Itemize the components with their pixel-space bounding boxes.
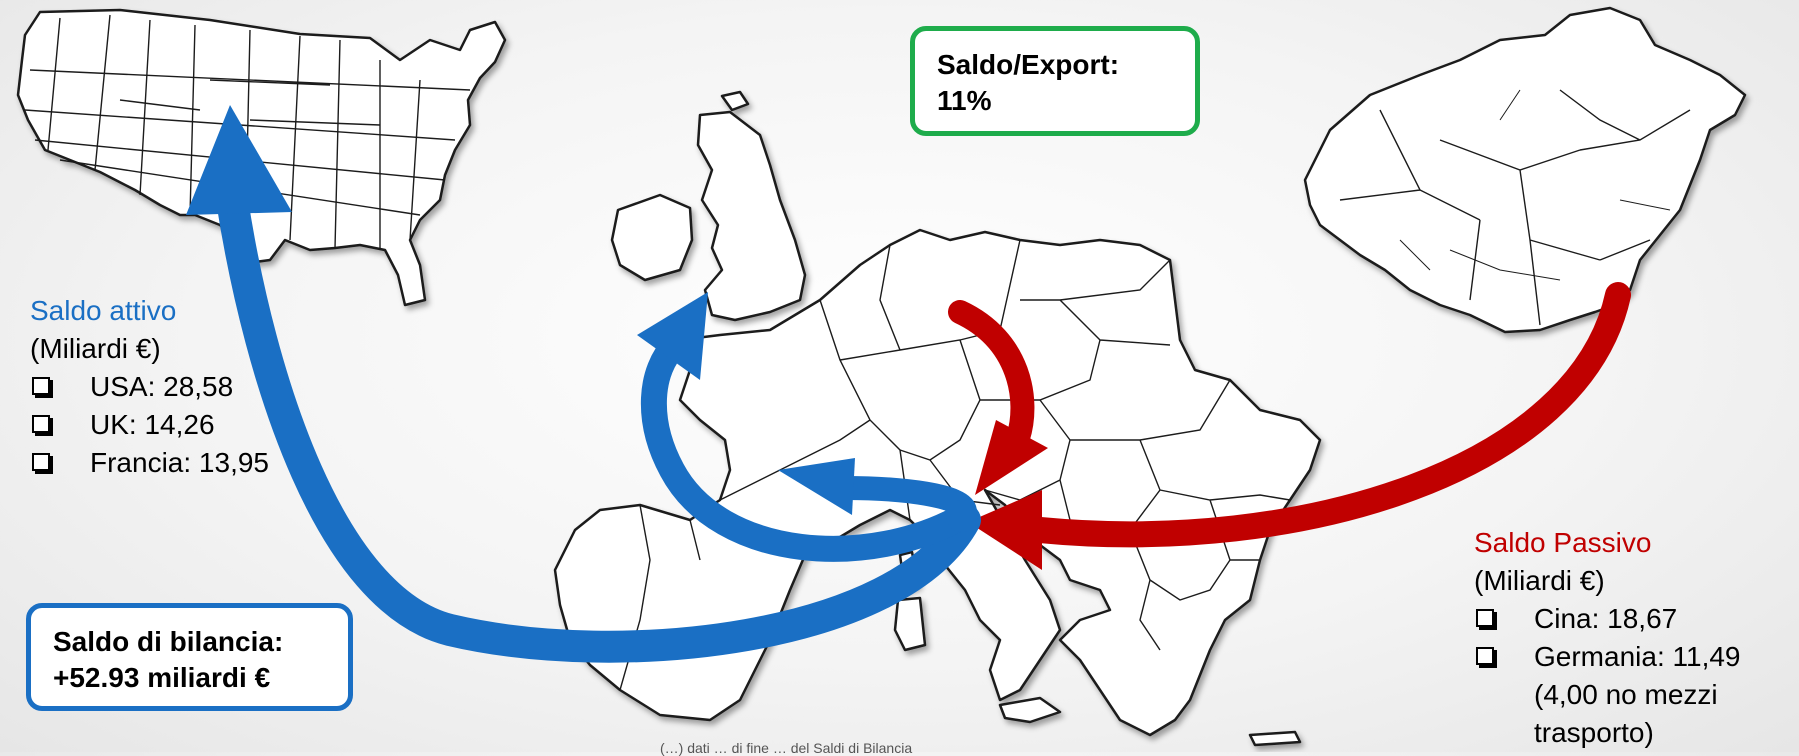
usa-map [16, 8, 507, 307]
passive-flows [948, 282, 1631, 570]
export-ratio-box: Saldo/Export: 11% [910, 26, 1200, 136]
checkbox-bullet-icon [1476, 647, 1494, 665]
flow-china-italy [1027, 282, 1631, 548]
export-ratio-label: Saldo/Export: [937, 49, 1120, 80]
passive-balance-legend: Saldo Passivo (Miliardi €) Cina: 18,67 G… [1474, 524, 1741, 752]
trade-balance-value: +52.93 miliardi € [53, 662, 271, 693]
passive-item-germany: Germania: 11,49 [1534, 641, 1741, 672]
passive-item-china: Cina: 18,67 [1534, 603, 1678, 634]
trade-balance-label: Saldo di bilancia: [53, 626, 284, 657]
passive-item-germany-note-1: (4,00 no mezzi [1534, 679, 1718, 710]
checkbox-bullet-icon [32, 415, 50, 433]
italy-origin [946, 500, 978, 532]
passive-item-germany-note-2: trasporto) [1534, 717, 1654, 748]
checkbox-bullet-icon [32, 453, 50, 471]
flow-italy-usa [216, 184, 981, 663]
checkbox-bullet-icon [32, 377, 50, 395]
flow-italy-france-arrowhead [778, 458, 855, 515]
passive-balance-list: Cina: 18,67 Germania: 11,49 (4,00 no mez… [1474, 600, 1741, 752]
flow-italy-uk-arrowhead [637, 292, 708, 380]
flow-germany-italy-arrowhead [975, 420, 1048, 495]
list-item: USA: 28,58 [30, 368, 269, 406]
list-item: UK: 14,26 [30, 406, 269, 444]
active-flows [186, 105, 981, 663]
export-ratio-value: 11% [937, 85, 992, 116]
active-item-uk: UK: 14,26 [90, 409, 215, 440]
passive-balance-title: Saldo Passivo [1474, 527, 1652, 558]
list-item: Francia: 13,95 [30, 444, 269, 482]
active-balance-unit: (Miliardi €) [30, 333, 161, 364]
source-note: (…) dati … di fine … del Saldi di Bilanc… [660, 740, 913, 756]
active-balance-legend: Saldo attivo (Miliardi €) USA: 28,58 UK:… [30, 292, 269, 482]
flow-china-italy-arrowhead [968, 490, 1042, 570]
list-item: Germania: 11,49 (4,00 no mezzi trasporto… [1474, 638, 1741, 752]
flow-germany-italy [948, 300, 1035, 450]
active-balance-title: Saldo attivo [30, 295, 177, 326]
flow-italy-uk [641, 332, 978, 562]
flow-italy-usa-arrowhead [186, 105, 292, 215]
active-balance-list: USA: 28,58 UK: 14,26 Francia: 13,95 [30, 368, 269, 482]
trade-balance-box: Saldo di bilancia: +52.93 miliardi € [26, 603, 353, 711]
active-item-usa: USA: 28,58 [90, 371, 234, 402]
passive-balance-unit: (Miliardi €) [1474, 565, 1605, 596]
list-item: Cina: 18,67 [1474, 600, 1741, 638]
active-item-france: Francia: 13,95 [90, 447, 269, 478]
checkbox-bullet-icon [1476, 609, 1494, 627]
china-map [1303, 6, 1747, 334]
